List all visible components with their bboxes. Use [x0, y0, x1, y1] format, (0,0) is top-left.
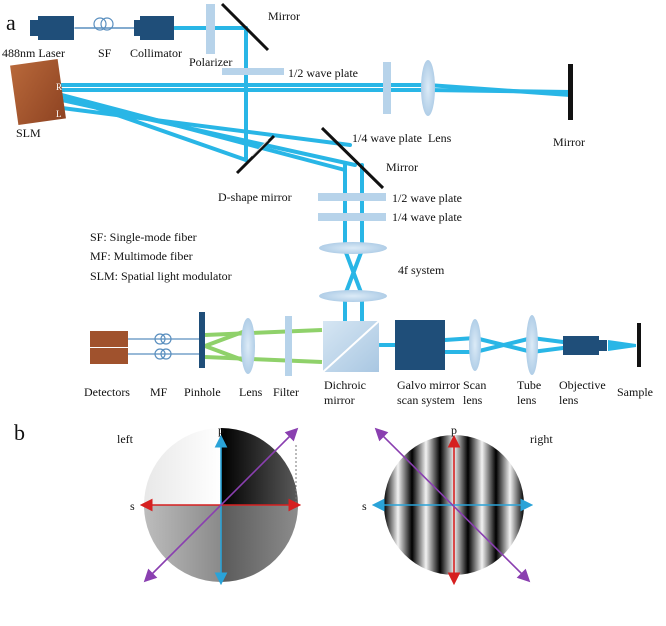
beam-to-sample — [608, 340, 636, 351]
label-lens: Lens — [239, 385, 263, 399]
detector-fibers — [128, 333, 205, 360]
label-fourf: 4f system — [398, 263, 445, 277]
panel-a-label: a — [6, 10, 16, 35]
label-slm: SLM — [16, 126, 41, 140]
laser-body — [38, 16, 74, 40]
collimator-cap — [134, 20, 142, 36]
dichroic-diagonal — [322, 320, 380, 373]
label-sample: Sample — [617, 385, 653, 399]
label-objective-1: Objective — [559, 378, 606, 392]
mirror-top — [220, 2, 270, 52]
label-mf: MF — [150, 385, 168, 399]
right-arrow-diag — [374, 427, 531, 583]
label-p-left: p — [218, 423, 224, 437]
panel-b-label: b — [14, 420, 25, 445]
polarizer — [206, 4, 215, 54]
d-shape-mirror — [235, 134, 276, 175]
galvo-mirror-scan-system — [395, 320, 445, 370]
objective-lens-body — [563, 336, 599, 355]
half-wave-plate-top — [222, 68, 284, 75]
collimator-body — [140, 16, 174, 40]
label-slm-l: L — [56, 109, 62, 119]
label-polarizer: Polarizer — [189, 55, 232, 69]
slm — [10, 58, 66, 126]
quarter-wave-plate-mid — [318, 213, 386, 221]
label-dichroic-2: mirror — [324, 393, 355, 407]
label-dichroic-1: Dichroic — [324, 378, 366, 392]
sf-fiber-coil-icon — [93, 17, 114, 31]
label-detectors: Detectors — [84, 385, 130, 399]
d-shape-mirror-edge — [251, 139, 269, 157]
beam-4f-cross-b — [343, 248, 364, 297]
beam-paths — [58, 26, 636, 354]
label-scan-1: Scan — [463, 378, 486, 392]
label-laser: 488nm Laser — [2, 46, 65, 60]
label-quarter-wave-mid: 1/4 wave plate — [392, 210, 462, 224]
label-tube-2: lens — [517, 393, 537, 407]
label-p-right: p — [451, 423, 457, 437]
label-collimator: Collimator — [130, 46, 182, 60]
label-half-wave-top: 1/2 wave plate — [288, 66, 358, 80]
laser-cap — [30, 20, 40, 36]
label-filter: Filter — [273, 385, 299, 399]
label-pinhole: Pinhole — [184, 385, 221, 399]
half-wave-plate-mid — [318, 193, 386, 201]
detector-top — [90, 331, 128, 347]
objective-lens-tip — [597, 340, 607, 351]
label-half-wave-mid: 1/2 wave plate — [392, 191, 462, 205]
mirror-right — [568, 64, 573, 120]
label-quarter-wave-lens: 1/4 wave plate Lens — [352, 131, 452, 145]
label-tube-1: Tube — [517, 378, 541, 392]
green-beams — [204, 328, 323, 364]
label-s-right: s — [362, 499, 367, 513]
legend-mf: MF: Multimode fiber — [90, 249, 193, 263]
beam-slm-l-diag-c — [60, 106, 352, 147]
filter — [285, 316, 292, 376]
quarter-wave-plate-right — [383, 62, 391, 114]
legend-sf: SF: Single-mode fiber — [90, 230, 197, 244]
label-left: left — [117, 432, 134, 446]
sample — [637, 323, 641, 367]
label-d-shape-mirror: D-shape mirror — [218, 190, 292, 204]
left-arrows — [139, 427, 302, 586]
label-objective-2: lens — [559, 393, 579, 407]
fourf-lens-bottom — [319, 290, 387, 302]
scan-lens — [469, 319, 481, 371]
lens-detection — [241, 318, 255, 374]
lens-right — [421, 60, 435, 116]
beam-slm-l-diag-b — [60, 93, 347, 172]
label-galvo-2: scan system — [397, 393, 455, 407]
label-scan-2: lens — [463, 393, 483, 407]
left-arrow-diag — [143, 427, 299, 583]
label-mirror-mid: Mirror — [386, 160, 418, 174]
fourf-lens-top — [319, 242, 387, 254]
tube-lens — [526, 315, 538, 375]
pinhole — [199, 312, 205, 368]
legend-slm: SLM: Spatial light modulator — [90, 269, 232, 283]
right-arrows — [371, 427, 534, 586]
label-right: right — [530, 432, 553, 446]
beam-scan-cross-b — [473, 336, 534, 354]
label-mirror-top: Mirror — [268, 9, 300, 23]
beam-converge-bot — [426, 88, 572, 94]
label-sf: SF — [98, 46, 112, 60]
label-slm-r: R — [56, 82, 62, 92]
panel-a-labels: 488nm Laser SF Collimator Mirror Polariz… — [2, 9, 653, 407]
mirror-mid — [320, 126, 385, 190]
detector-bottom — [90, 348, 128, 364]
label-galvo-1: Galvo mirror — [397, 378, 460, 392]
label-s-left: s — [130, 499, 135, 513]
label-mirror-right: Mirror — [553, 135, 585, 149]
